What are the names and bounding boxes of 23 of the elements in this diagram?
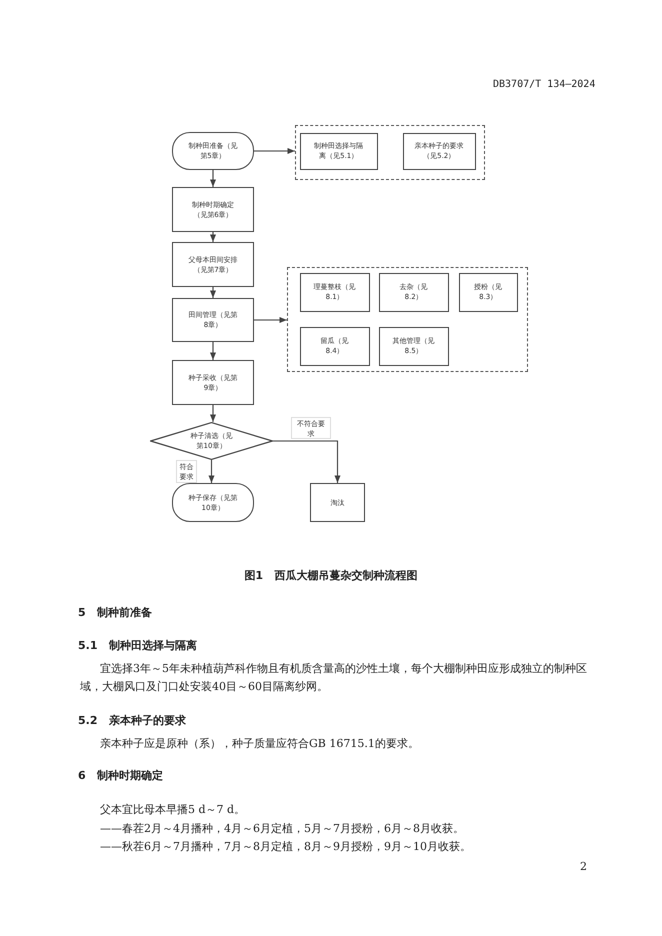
paragraph: 宜选择3年～5年未种植葫芦科作物且有机质含量高的沙性土壤，每个大棚制种田应形成独立的制种区域，大棚风口及门口处安装40目～60目隔离纱网。: [80, 661, 588, 695]
arrow: [210, 342, 216, 360]
dashed-group-box: [295, 125, 485, 180]
arrow: [254, 148, 295, 154]
paragraph: ——秋茬6月～7月播种，7月～8月定植，8月～9月授粉，9月～10月收获。: [100, 839, 471, 855]
page-number: 2: [580, 859, 587, 875]
arrow: [210, 405, 216, 422]
arrow: [210, 232, 216, 242]
arrow: [210, 170, 216, 187]
document-code: DB3707/T 134—2024: [493, 79, 596, 90]
section-heading: 6 制种时期确定: [78, 768, 164, 783]
arrow: [254, 316, 287, 324]
section-heading: 5 制种前准备: [78, 605, 152, 620]
arrow: [210, 287, 216, 298]
figure-caption: 图1 西瓜大棚吊蔓杂交制种流程图: [243, 568, 419, 583]
paragraph: ——春茬2月～4月播种，4月～6月定植，5月～7月授粉，6月～8月收获。: [100, 821, 464, 837]
paragraph: 亲本种子应是原种（系），种子质量应符合GB 16715.1的要求。: [100, 736, 419, 752]
section-heading: 5.1 制种田选择与隔离: [78, 638, 197, 653]
dashed-group-box: [287, 267, 528, 372]
arrow: [208, 460, 215, 483]
arrow: [273, 440, 341, 483]
section-heading: 5.2 亲本种子的要求: [78, 713, 186, 728]
paragraph: 父本宜比母本早播5 d～7 d。: [100, 802, 246, 818]
